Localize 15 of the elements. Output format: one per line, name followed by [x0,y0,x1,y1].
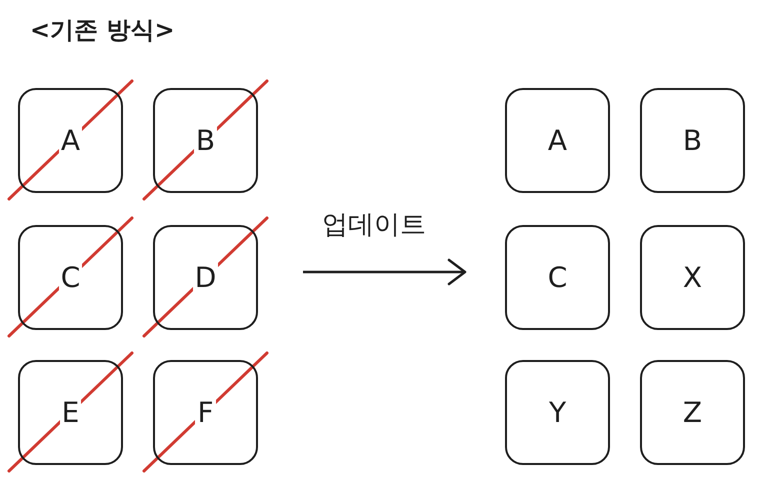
letter-box: F [153,360,258,465]
edge-label: 업데이트 [322,209,426,242]
letter-box: D [153,225,258,330]
letter-box: B [153,88,258,193]
letter-box: B [640,88,745,193]
letter-box: A [505,88,610,193]
letter-box: E [18,360,123,465]
arrow [303,258,466,286]
heading: <기존 방식> [30,15,175,46]
letter-box: X [640,225,745,330]
letter-box: C [505,225,610,330]
letter-box: C [18,225,123,330]
letter-box: Y [505,360,610,465]
letter-box: A [18,88,123,193]
letter-box: Z [640,360,745,465]
